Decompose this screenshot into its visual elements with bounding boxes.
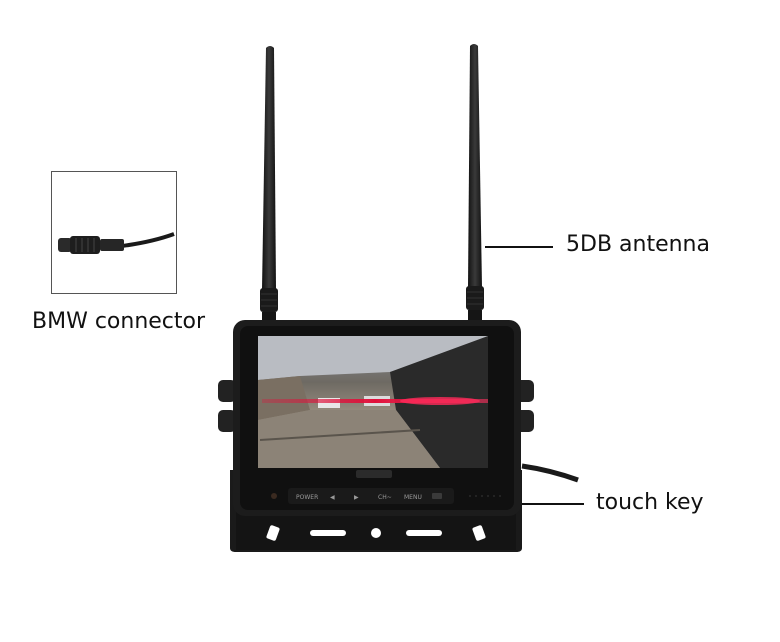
left-knobs bbox=[218, 380, 236, 432]
right-arrow-button[interactable]: ▶ bbox=[354, 494, 359, 501]
connector-inset bbox=[51, 171, 177, 294]
power-led bbox=[271, 493, 277, 499]
antenna-label: 5DB antenna bbox=[566, 232, 710, 257]
laser-line bbox=[262, 399, 488, 403]
menu-button[interactable]: MENU bbox=[404, 494, 422, 501]
monitor-screen bbox=[258, 336, 488, 468]
left-antenna bbox=[260, 46, 278, 322]
connector-body bbox=[70, 236, 100, 254]
channel-button[interactable]: CH~ bbox=[378, 494, 392, 501]
extra-touch-key[interactable] bbox=[432, 493, 442, 499]
left-arrow-button[interactable]: ◀ bbox=[330, 494, 335, 501]
touch-key-label: touch key bbox=[596, 490, 704, 515]
power-button[interactable]: POWER bbox=[296, 494, 318, 501]
connector-illustration bbox=[58, 232, 175, 254]
speaker-grille bbox=[469, 495, 501, 497]
connector-tip bbox=[58, 238, 72, 252]
mounting-bracket bbox=[230, 470, 522, 552]
power-cable bbox=[521, 463, 579, 483]
connector-label: BMW connector bbox=[32, 309, 206, 334]
right-antenna bbox=[466, 44, 484, 320]
antenna-leader bbox=[485, 246, 553, 248]
